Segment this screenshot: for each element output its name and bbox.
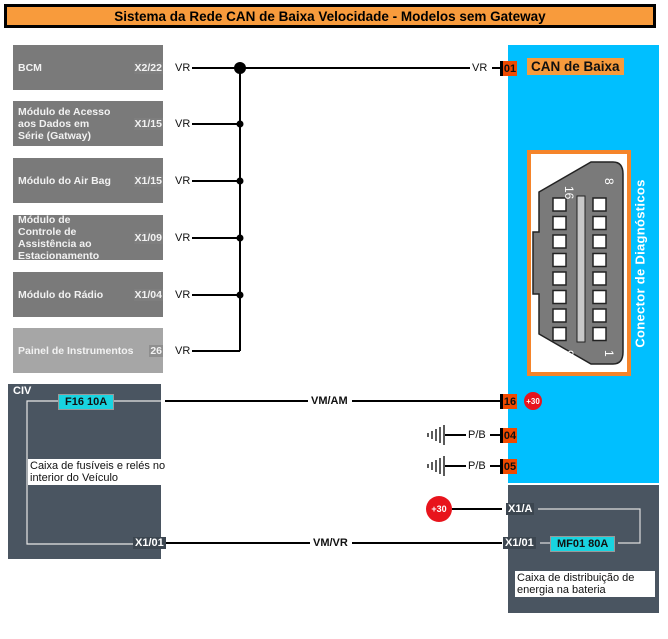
junction-3 <box>236 177 244 185</box>
pin-num-8: 8 <box>602 178 616 185</box>
distribution-description: Caixa de distribuição de energia na bate… <box>515 571 655 597</box>
diagnostic-connector-label: Conector de Diagnósticos <box>622 150 658 376</box>
obd-pin-cell <box>592 271 607 286</box>
obd-pin-cell <box>592 234 607 249</box>
module-serial-data-gateway[interactable]: Módulo de Acesso aos Dados em Série (Gat… <box>13 101 163 146</box>
supply-badge-plus30-battery: +30 <box>426 496 452 522</box>
diagnostic-connector[interactable]: 16 8 9 1 <box>527 150 631 376</box>
pin-badge-01: 01 <box>500 61 517 76</box>
wire-label-vmam: VM/AM <box>310 395 349 407</box>
wire-label: VR <box>174 289 192 301</box>
obd-pin-cell <box>592 197 607 212</box>
ground-icon-05 <box>427 456 445 476</box>
junction-2 <box>236 120 244 128</box>
module-name: Módulo de Acesso aos Dados em Série (Gat… <box>18 105 111 142</box>
module-pin: X2/22 <box>133 61 163 74</box>
pin-num-1: 1 <box>602 350 616 357</box>
module-pin: X1/15 <box>133 174 163 187</box>
civ-description: Caixa de fusíveis e relés no interior do… <box>28 459 168 485</box>
obd-pin-cell <box>552 197 567 212</box>
obd-connector-icon: 16 8 9 1 <box>532 161 624 365</box>
obd-pin-cell <box>592 252 607 268</box>
module-air-bag[interactable]: Módulo do Air Bag X1/15 <box>13 158 163 203</box>
diagram-title: Sistema da Rede CAN de Baixa Velocidade … <box>4 4 656 28</box>
obd-pin-cell <box>552 308 567 323</box>
module-name: Módulo do Rádio <box>18 288 104 301</box>
wire-label-vmvr: VM/VR <box>312 537 349 549</box>
obd-pin-cell <box>552 289 567 305</box>
can-label: CAN de Baixa <box>527 58 624 75</box>
module-pin: 26 <box>149 344 163 357</box>
wire-label: VR <box>174 62 192 74</box>
module-pin: X1/09 <box>133 231 163 244</box>
wire-label: VR <box>174 232 192 244</box>
fuse-mf01: MF01 80A <box>550 536 616 552</box>
junction-main <box>234 62 246 74</box>
junction-5 <box>236 291 244 299</box>
obd-pin-cell <box>552 215 567 231</box>
module-name: BCM <box>18 61 42 74</box>
wire-label-pb: P/B <box>467 460 487 472</box>
obd-pin-cell <box>552 271 567 286</box>
wire-label-pb: P/B <box>467 429 487 441</box>
civ-pin-x101: X1/01 <box>133 537 166 549</box>
module-name: Módulo de Controle de Assistência ao Est… <box>18 213 100 262</box>
pin-badge-05: 05 <box>500 459 517 474</box>
module-name: Painel de Instrumentos <box>18 344 134 357</box>
module-instrument-panel[interactable]: Painel de Instrumentos 26 <box>13 328 163 373</box>
obd-pin-cell <box>592 326 607 342</box>
dist-pin-x1a: X1/A <box>506 503 535 515</box>
ground-icon-04 <box>427 425 445 445</box>
pin-num-9: 9 <box>562 350 576 357</box>
module-pin: X1/15 <box>133 117 163 130</box>
obd-pin-cell <box>552 326 567 342</box>
obd-pin-cell <box>592 289 607 305</box>
module-name: Módulo do Air Bag <box>18 174 111 187</box>
obd-pin-cell <box>592 308 607 323</box>
connector-label-text: Conector de Diagnósticos <box>632 178 648 348</box>
can-wire-label: VR <box>471 62 489 74</box>
fuse-f16: F16 10A <box>58 394 115 410</box>
wire-label: VR <box>174 345 192 357</box>
wire-label: VR <box>174 118 192 130</box>
wire-label: VR <box>174 175 192 187</box>
obd-pin-cell <box>552 252 567 268</box>
pin-badge-04: 04 <box>500 428 517 443</box>
distribution-internal-wiring <box>538 508 641 544</box>
title-text: Sistema da Rede CAN de Baixa Velocidade … <box>114 8 546 24</box>
supply-badge-plus30: +30 <box>524 392 542 410</box>
pin-badge-16: 16 <box>500 394 517 409</box>
module-parking-assist[interactable]: Módulo de Controle de Assistência ao Est… <box>13 213 163 262</box>
dist-pin-x101: X1/01 <box>503 537 536 549</box>
civ-label: CIV <box>13 385 32 397</box>
obd-pin-cell <box>552 234 567 249</box>
module-bcm[interactable]: BCM X2/22 <box>13 45 163 90</box>
module-pin: X1/04 <box>133 288 163 301</box>
obd-pin-cell <box>592 215 607 231</box>
pin-num-16: 16 <box>562 186 576 200</box>
junction-4 <box>236 234 244 242</box>
module-radio[interactable]: Módulo do Rádio X1/04 <box>13 272 163 317</box>
